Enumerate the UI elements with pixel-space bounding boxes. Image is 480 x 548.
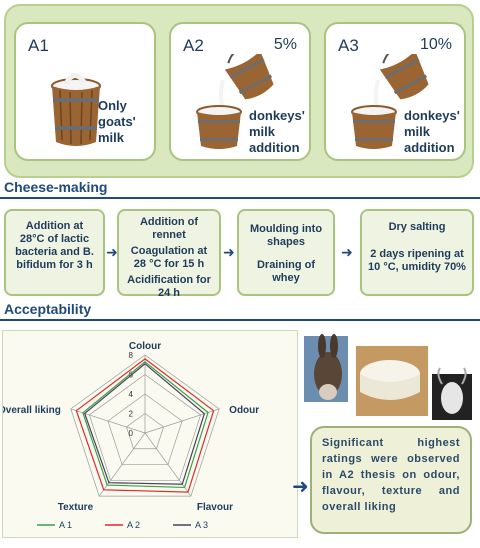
axis-label-odour: Odour [229,405,259,416]
axis-label-colour: Colour [129,341,161,352]
treatment-card-a1: A1 Only goats' milk [14,22,156,161]
animal-cheese-photos [304,334,472,420]
grid-ring [88,374,202,481]
treatments-panel: A1 Only goats' milk A2 5% [4,4,474,178]
arrow-right-icon: ➜ [223,244,235,260]
tick-label: 2 [129,410,134,419]
section-divider [0,319,480,321]
treatment-code: A2 [183,36,204,55]
treatment-code: A1 [28,36,49,55]
goat-milk-bucket-icon [51,73,101,146]
tick-label: 8 [129,351,134,360]
process-step-2: Addition of rennet Coagulation at 28 °C … [117,209,221,299]
process-step-3: Moulding into shapes Draining of whey [237,209,335,296]
pouring-milk-bucket-icon [196,54,274,149]
section-divider [0,197,480,199]
arrow-right-icon: ➜ [341,244,353,260]
tick-label: 4 [129,390,134,399]
pouring-milk-bucket-icon [351,54,429,149]
legend-label: A 2 [127,520,140,530]
process-step-1: Addition at 28°C of lactic bacteria and … [4,209,105,296]
arrow-right-icon: ➜ [292,476,309,498]
grid-ring [107,393,183,465]
tick-label: 0 [129,429,134,438]
treatment-desc: donkeys' milk addition [404,108,460,155]
treatment-code: A3 [338,36,359,55]
axis-label-overall-liking: Overall liking [3,405,61,416]
grid-ring [70,354,220,497]
grid-ring [126,413,164,450]
grid-spoke [70,408,146,434]
section-title-cheese-making: Cheese-making [4,179,108,195]
treatment-card-a3: A3 10% donkeys' milk addition [324,22,466,161]
series-line-a3 [84,362,206,485]
grid-spoke [144,408,220,434]
section-title-acceptability: Acceptability [4,301,92,317]
treatment-percent: 10% [419,36,452,53]
treatment-desc: donkeys' milk addition [249,108,305,155]
axis-label-texture: Texture [58,502,94,513]
arrow-right-icon: ➜ [106,244,118,260]
result-summary-box: Significant highest ratings were observe… [310,426,472,534]
grid-spoke [144,432,192,497]
treatment-percent: 5% [273,36,297,53]
legend-label: A 3 [195,520,208,530]
process-step-4: Dry salting 2 days ripening at 10 °C, um… [360,209,474,296]
treatment-desc: Only goats' milk [98,98,136,145]
axis-label-flavour: Flavour [197,502,233,513]
series-line-a2 [75,358,215,493]
treatment-card-a2: A2 5% donkeys' milk addition [169,22,311,161]
series-line-a1 [82,361,209,489]
legend-label: A 1 [59,520,72,530]
